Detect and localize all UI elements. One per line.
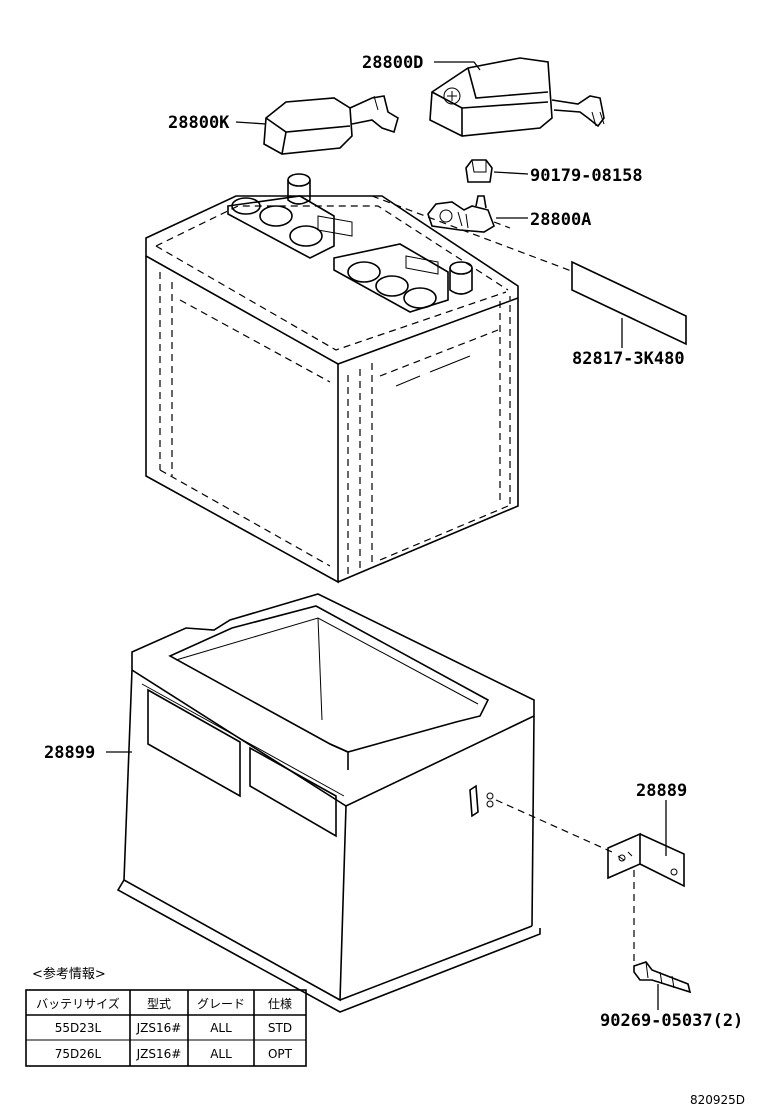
reference-title: <参考情報>: [32, 966, 106, 982]
part-label-28800d: 28800D: [362, 53, 423, 73]
table-cell: 75D26L: [55, 1047, 102, 1061]
part-label-90269-05037: 90269-05037(2): [600, 1011, 743, 1031]
table-cell: JZS16#: [136, 1021, 182, 1035]
part-label-28889: 28889: [636, 781, 687, 801]
label-82817-3k480[interactable]: [571, 260, 687, 346]
part-label-82817-3k480: 82817-3K480: [572, 349, 685, 369]
bracket-28889[interactable]: [607, 832, 685, 888]
reference-table: <参考情報> バッテリサイズ 型式 グレード 仕様 55D23L JZS16# …: [25, 966, 307, 1067]
clamp-28800a[interactable]: [427, 195, 495, 233]
table-header-grade: グレード: [197, 997, 245, 1011]
table-cell: JZS16#: [136, 1047, 182, 1061]
part-label-90179-08158: 90179-08158: [530, 166, 643, 186]
table-cell: ALL: [210, 1047, 232, 1061]
part-label-28899: 28899: [44, 743, 95, 763]
table-header-spec: 仕様: [268, 997, 292, 1011]
part-label-28800a: 28800A: [530, 210, 591, 230]
table-header-battery-size: バッテリサイズ: [36, 996, 120, 1011]
table-header-model: 型式: [147, 997, 171, 1011]
table-cell: OPT: [268, 1047, 293, 1061]
assembly-lines: [371, 195, 635, 964]
table-cell: ALL: [210, 1021, 232, 1035]
figure-code: 820925D: [690, 1093, 745, 1107]
part-label-28800k: 28800K: [168, 113, 230, 133]
leader-lines: [106, 61, 667, 1010]
bolt-90269-05037[interactable]: [633, 961, 692, 994]
terminal-cover-28800d[interactable]: [429, 57, 605, 137]
battery-tray-28899[interactable]: [116, 593, 541, 1013]
table-cell: 55D23L: [55, 1021, 102, 1035]
nut-90179-08158[interactable]: [465, 159, 493, 183]
battery: [145, 173, 519, 584]
table-cell: STD: [268, 1021, 292, 1035]
terminal-cover-28800k[interactable]: [263, 95, 399, 155]
